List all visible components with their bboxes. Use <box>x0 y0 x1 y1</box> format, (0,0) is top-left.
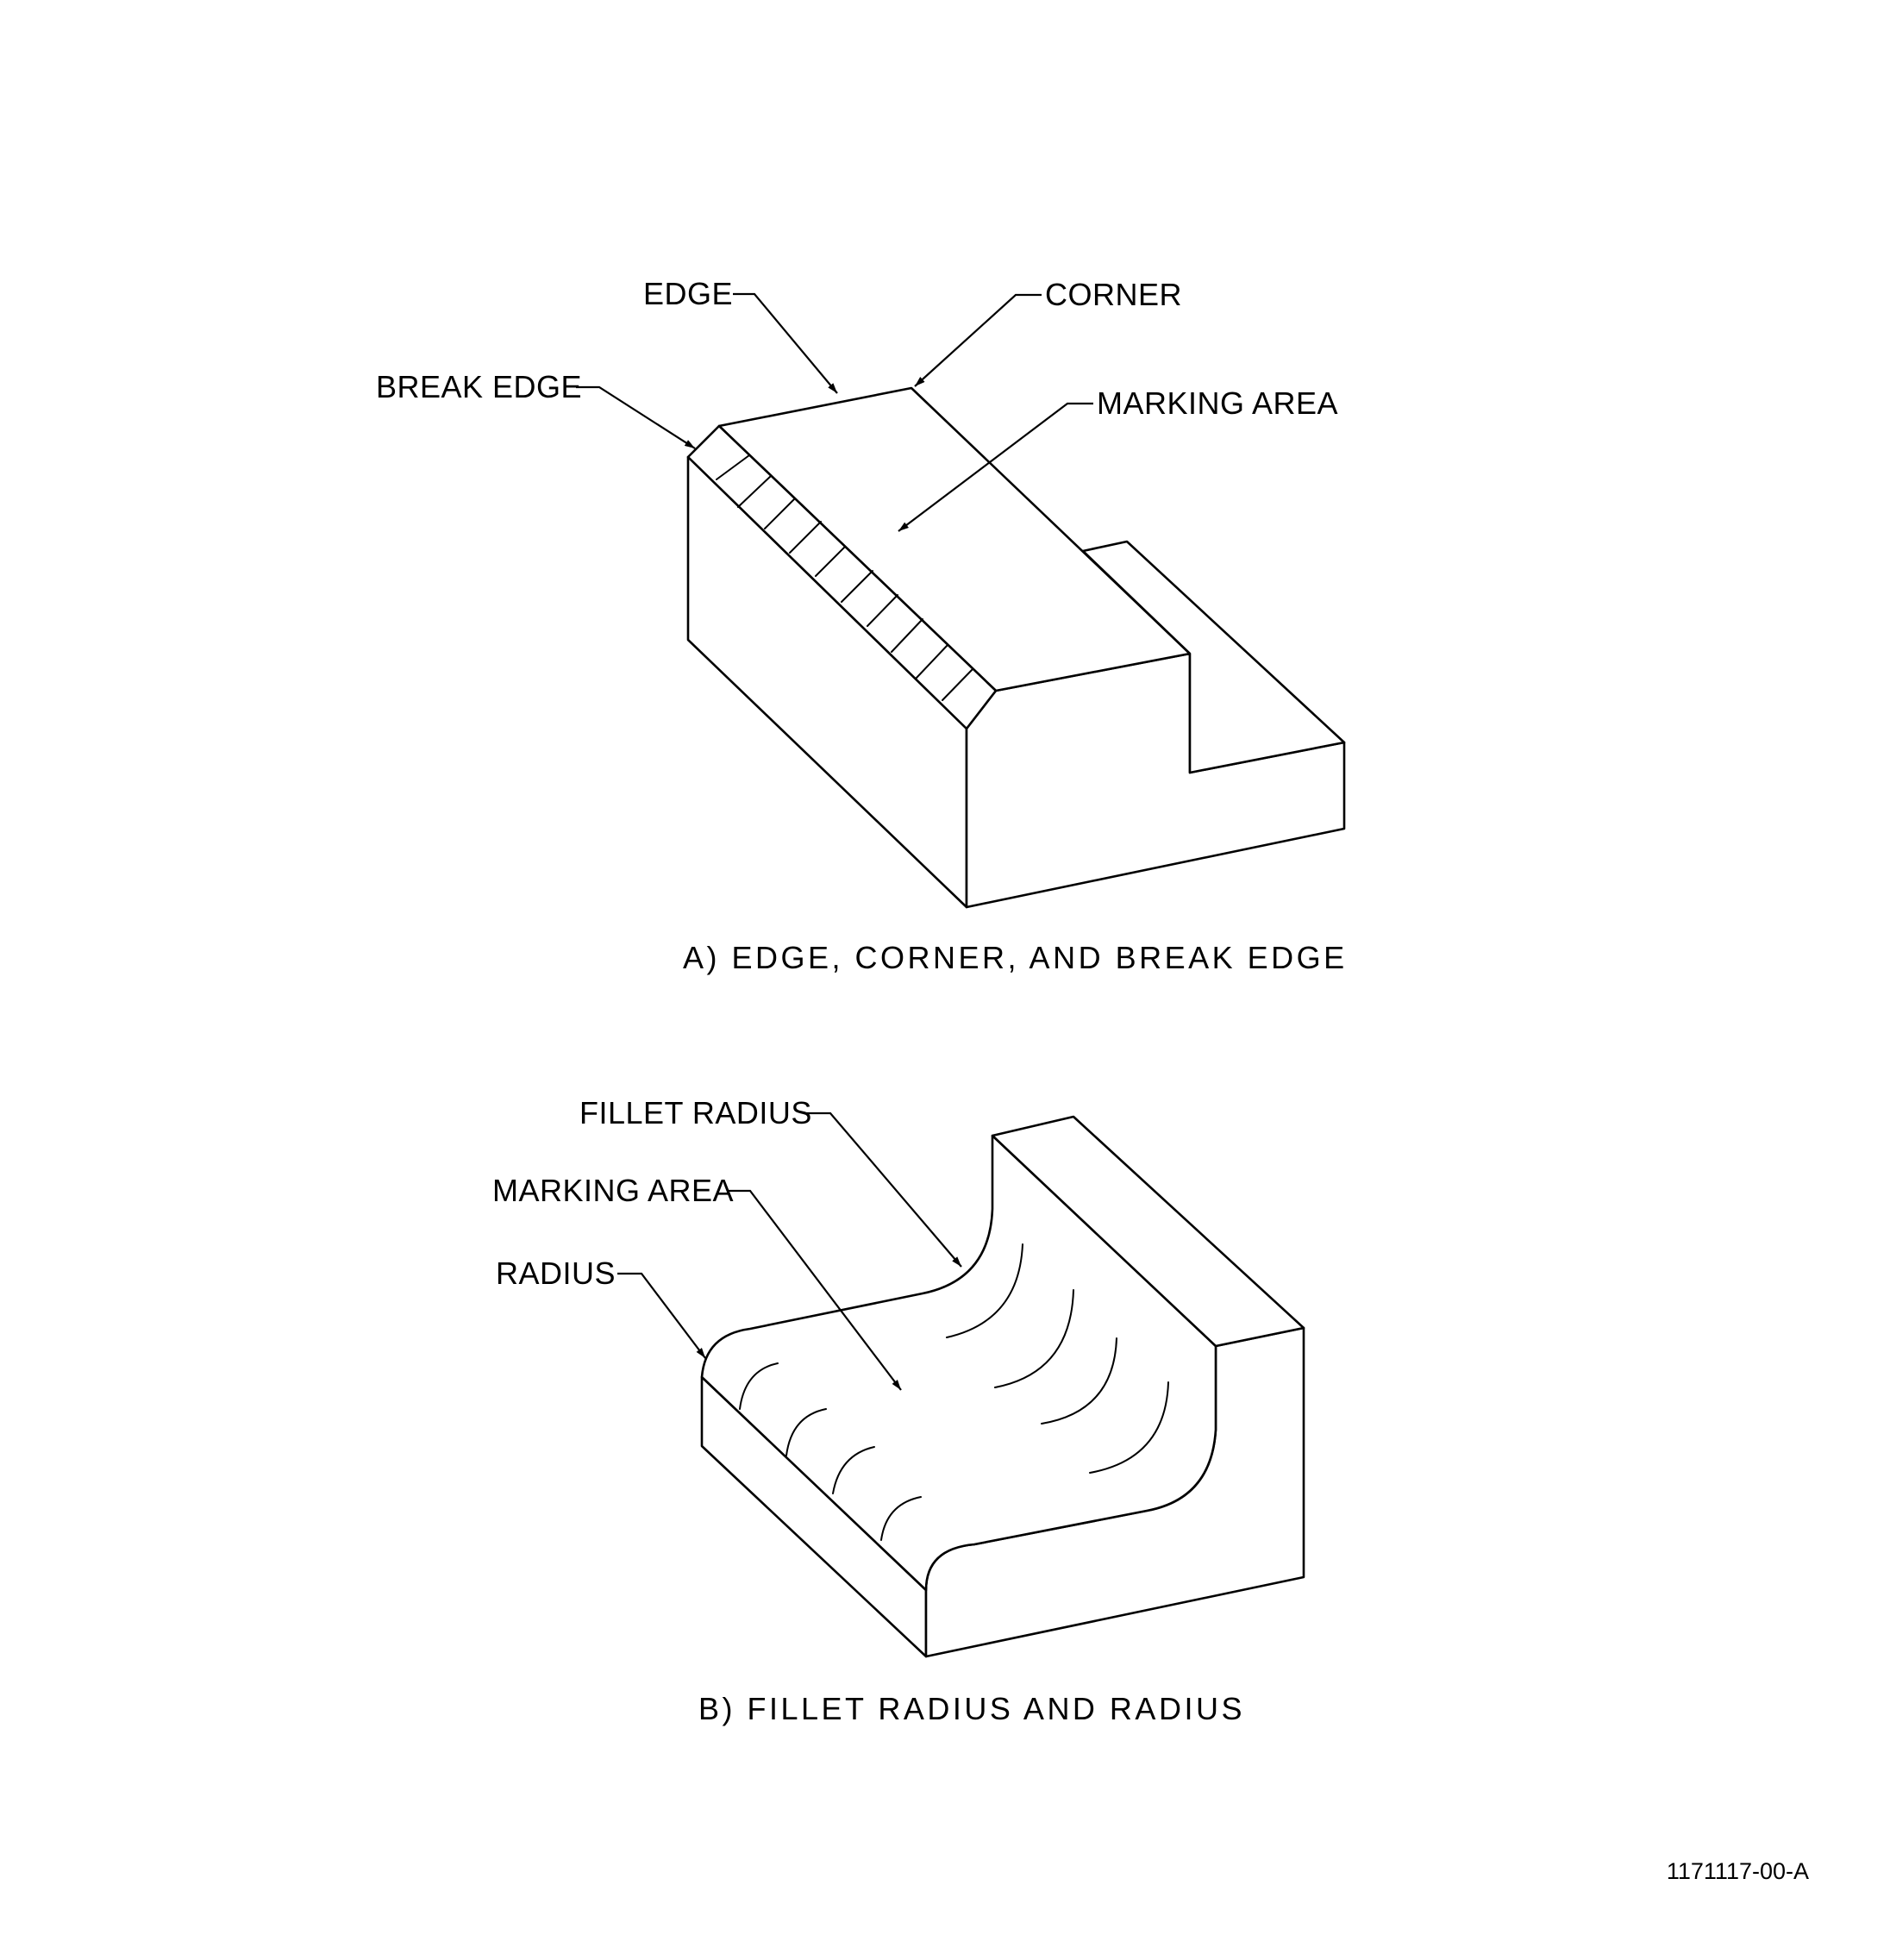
label-corner: CORNER <box>1045 277 1182 312</box>
chamfer-hatching <box>716 454 973 701</box>
label-edge: EDGE <box>643 276 733 311</box>
callout-edge: EDGE <box>643 276 838 394</box>
fillet-block-drawing <box>700 1115 1305 1658</box>
label-fillet-radius: FILLET RADIUS <box>579 1095 812 1130</box>
label-radius: RADIUS <box>496 1256 616 1291</box>
callout-break-edge: BREAK EDGE <box>376 369 696 449</box>
callout-corner: CORNER <box>914 277 1182 387</box>
callout-marking-area-a: MARKING AREA <box>898 385 1338 532</box>
label-marking-area-a: MARKING AREA <box>1097 385 1338 421</box>
block-step-tread <box>1081 540 1346 774</box>
callout-radius: RADIUS <box>496 1256 706 1359</box>
callout-fillet-radius: FILLET RADIUS <box>579 1095 962 1268</box>
stepped-block-drawing <box>686 386 1346 909</box>
surface-contours <box>739 1243 1169 1541</box>
fillet-block-back-top <box>991 1115 1305 1348</box>
caption-b: B) FILLET RADIUS AND RADIUS <box>698 1691 1245 1726</box>
document-number: 1171117-00-A <box>1667 1858 1809 1884</box>
caption-a: A) EDGE, CORNER, AND BREAK EDGE <box>683 940 1348 975</box>
label-break-edge: BREAK EDGE <box>376 369 582 404</box>
label-marking-area-b: MARKING AREA <box>492 1173 734 1208</box>
break-edge-chamfer <box>686 424 998 730</box>
callout-marking-area-b: MARKING AREA <box>492 1173 902 1391</box>
